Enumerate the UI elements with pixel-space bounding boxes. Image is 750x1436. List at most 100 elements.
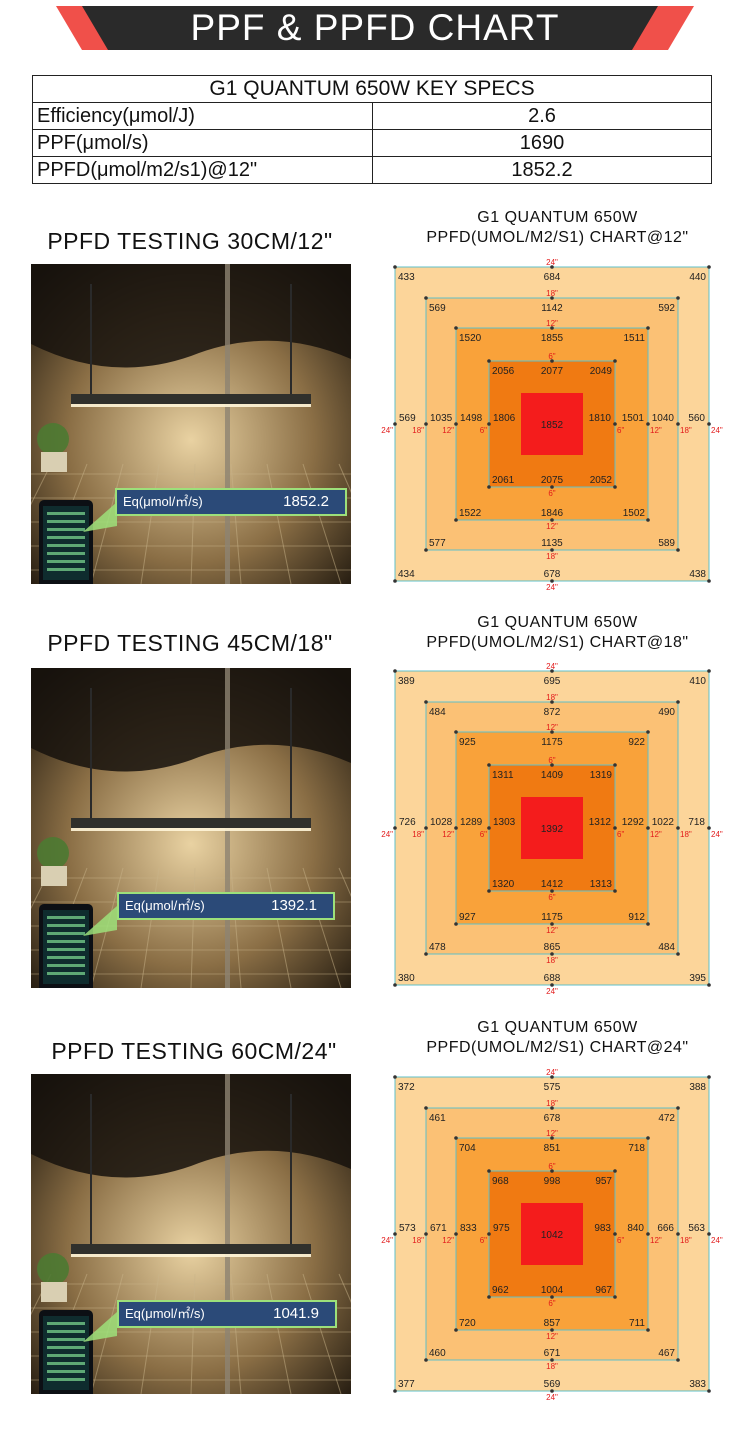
meter-callout: Eq(μmol/㎡/s) 1392.1 xyxy=(117,892,335,920)
ppfd-center-value: 1852 xyxy=(541,420,564,431)
meter-value: 1392.1 xyxy=(271,897,317,914)
ppfd-value-12in: 922 xyxy=(628,737,645,748)
ppfd-value-12in: 718 xyxy=(628,1143,645,1154)
chart-title-line1: G1 QUANTUM 650W xyxy=(477,1019,638,1036)
ppfd-value-18in: 671 xyxy=(430,1223,447,1234)
ppfd-value-24in: 383 xyxy=(689,1379,706,1390)
distance-label-6in: 6" xyxy=(617,1236,624,1245)
table-row: Efficiency(μmol/J) 2.6 xyxy=(32,102,712,130)
distance-label-6in: 6" xyxy=(548,1162,555,1171)
distance-label-24in: 24" xyxy=(381,1236,393,1245)
measure-point xyxy=(550,952,554,956)
ppfd-value-18in: 472 xyxy=(658,1113,675,1124)
measure-point xyxy=(613,1295,617,1299)
distance-label-12in: 12" xyxy=(442,830,454,839)
measure-point xyxy=(487,763,491,767)
distance-label-12in: 12" xyxy=(546,926,558,935)
measure-point xyxy=(646,1328,650,1332)
distance-label-24in: 24" xyxy=(546,662,558,671)
measure-point xyxy=(550,485,554,489)
measure-point xyxy=(613,1169,617,1173)
chart-title-line2: PPFD(UMOL/M2/S1) CHART@18" xyxy=(426,634,689,651)
spec-value: 2.6 xyxy=(372,102,712,130)
distance-label-12in: 12" xyxy=(546,319,558,328)
measure-point xyxy=(454,1328,458,1332)
ppfd-value-12in: 1498 xyxy=(460,413,483,424)
ppfd-value-24in: 440 xyxy=(689,272,706,283)
ppfd-center-value: 1042 xyxy=(541,1230,564,1241)
measure-point xyxy=(550,1328,554,1332)
measure-point xyxy=(707,826,711,830)
distance-label-6in: 6" xyxy=(548,893,555,902)
measure-point xyxy=(454,1136,458,1140)
measure-point xyxy=(424,548,428,552)
ppfd-value-6in: 2056 xyxy=(492,366,515,377)
measure-point xyxy=(550,359,554,363)
ppfd-value-12in: 711 xyxy=(629,1318,645,1329)
measure-point xyxy=(646,922,650,926)
ppfd-value-12in: 1175 xyxy=(541,737,563,748)
measure-point xyxy=(646,1232,650,1236)
distance-label-12in: 12" xyxy=(650,830,662,839)
ppfd-value-12in: 1846 xyxy=(541,508,564,519)
ppfd-value-12in: 1855 xyxy=(541,333,564,344)
ppfd-center-value: 1392 xyxy=(541,824,564,835)
ppfd-value-6in: 967 xyxy=(595,1285,612,1296)
test-photo-18in: Eq(μmol/㎡/s) 1392.1 xyxy=(31,668,351,988)
distance-label-18in: 18" xyxy=(546,1362,558,1371)
measure-point xyxy=(707,1232,711,1236)
measure-point xyxy=(424,826,428,830)
page-title: PPF & PPFD CHART xyxy=(190,7,560,48)
ppfd-value-24in: 718 xyxy=(688,817,705,828)
measure-point xyxy=(707,579,711,583)
measure-point xyxy=(454,1232,458,1236)
meter-label: Eq(μmol/㎡/s) xyxy=(125,1306,205,1321)
meter-value: 1041.9 xyxy=(273,1305,319,1322)
measure-point xyxy=(393,1232,397,1236)
measure-point xyxy=(454,730,458,734)
chart-title-line2: PPFD(UMOL/M2/S1) CHART@12" xyxy=(426,229,689,246)
meter-label: Eq(μmol/㎡/s) xyxy=(123,494,203,509)
spec-key: PPFD(μmol/m2/s1)@12" xyxy=(32,156,373,184)
page-banner: PPF & PPFD CHART xyxy=(0,0,750,56)
measure-point xyxy=(550,669,554,673)
table-row: PPFD(μmol/m2/s1)@12" 1852.2 xyxy=(32,156,712,184)
measure-point xyxy=(676,1106,680,1110)
measure-point xyxy=(550,983,554,987)
measure-point xyxy=(646,518,650,522)
ppfd-value-18in: 671 xyxy=(544,1348,561,1359)
measure-point xyxy=(393,422,397,426)
ppfd-value-24in: 684 xyxy=(544,272,561,283)
ppfd-value-6in: 1004 xyxy=(541,1285,564,1296)
measure-point xyxy=(424,296,428,300)
test-photo-24in: Eq(μmol/㎡/s) 1041.9 xyxy=(31,1074,351,1394)
ppfd-value-6in: 1319 xyxy=(590,770,613,781)
measure-point xyxy=(707,265,711,269)
distance-label-24in: 24" xyxy=(381,830,393,839)
measure-point xyxy=(550,326,554,330)
measure-point xyxy=(393,579,397,583)
measure-point xyxy=(424,700,428,704)
ppfd-value-12in: 1511 xyxy=(623,333,645,344)
ppfd-value-18in: 1135 xyxy=(541,538,563,549)
measure-point xyxy=(550,1075,554,1079)
ppfd-value-18in: 1142 xyxy=(541,303,563,314)
measure-point xyxy=(676,826,680,830)
zone-center xyxy=(521,797,583,859)
measure-point xyxy=(550,1169,554,1173)
ppfd-value-18in: 589 xyxy=(658,538,675,549)
ppfd-value-18in: 666 xyxy=(657,1223,674,1234)
measure-point xyxy=(707,1389,711,1393)
distance-label-24in: 24" xyxy=(711,1236,723,1245)
measure-point xyxy=(454,422,458,426)
ppfd-value-6in: 975 xyxy=(493,1223,510,1234)
distance-label-12in: 12" xyxy=(546,1332,558,1341)
measure-point xyxy=(454,826,458,830)
ppfd-value-6in: 1311 xyxy=(492,770,514,781)
distance-label-12in: 12" xyxy=(546,1129,558,1138)
measure-point xyxy=(676,422,680,426)
ppfd-value-18in: 569 xyxy=(429,303,446,314)
measure-point xyxy=(550,763,554,767)
